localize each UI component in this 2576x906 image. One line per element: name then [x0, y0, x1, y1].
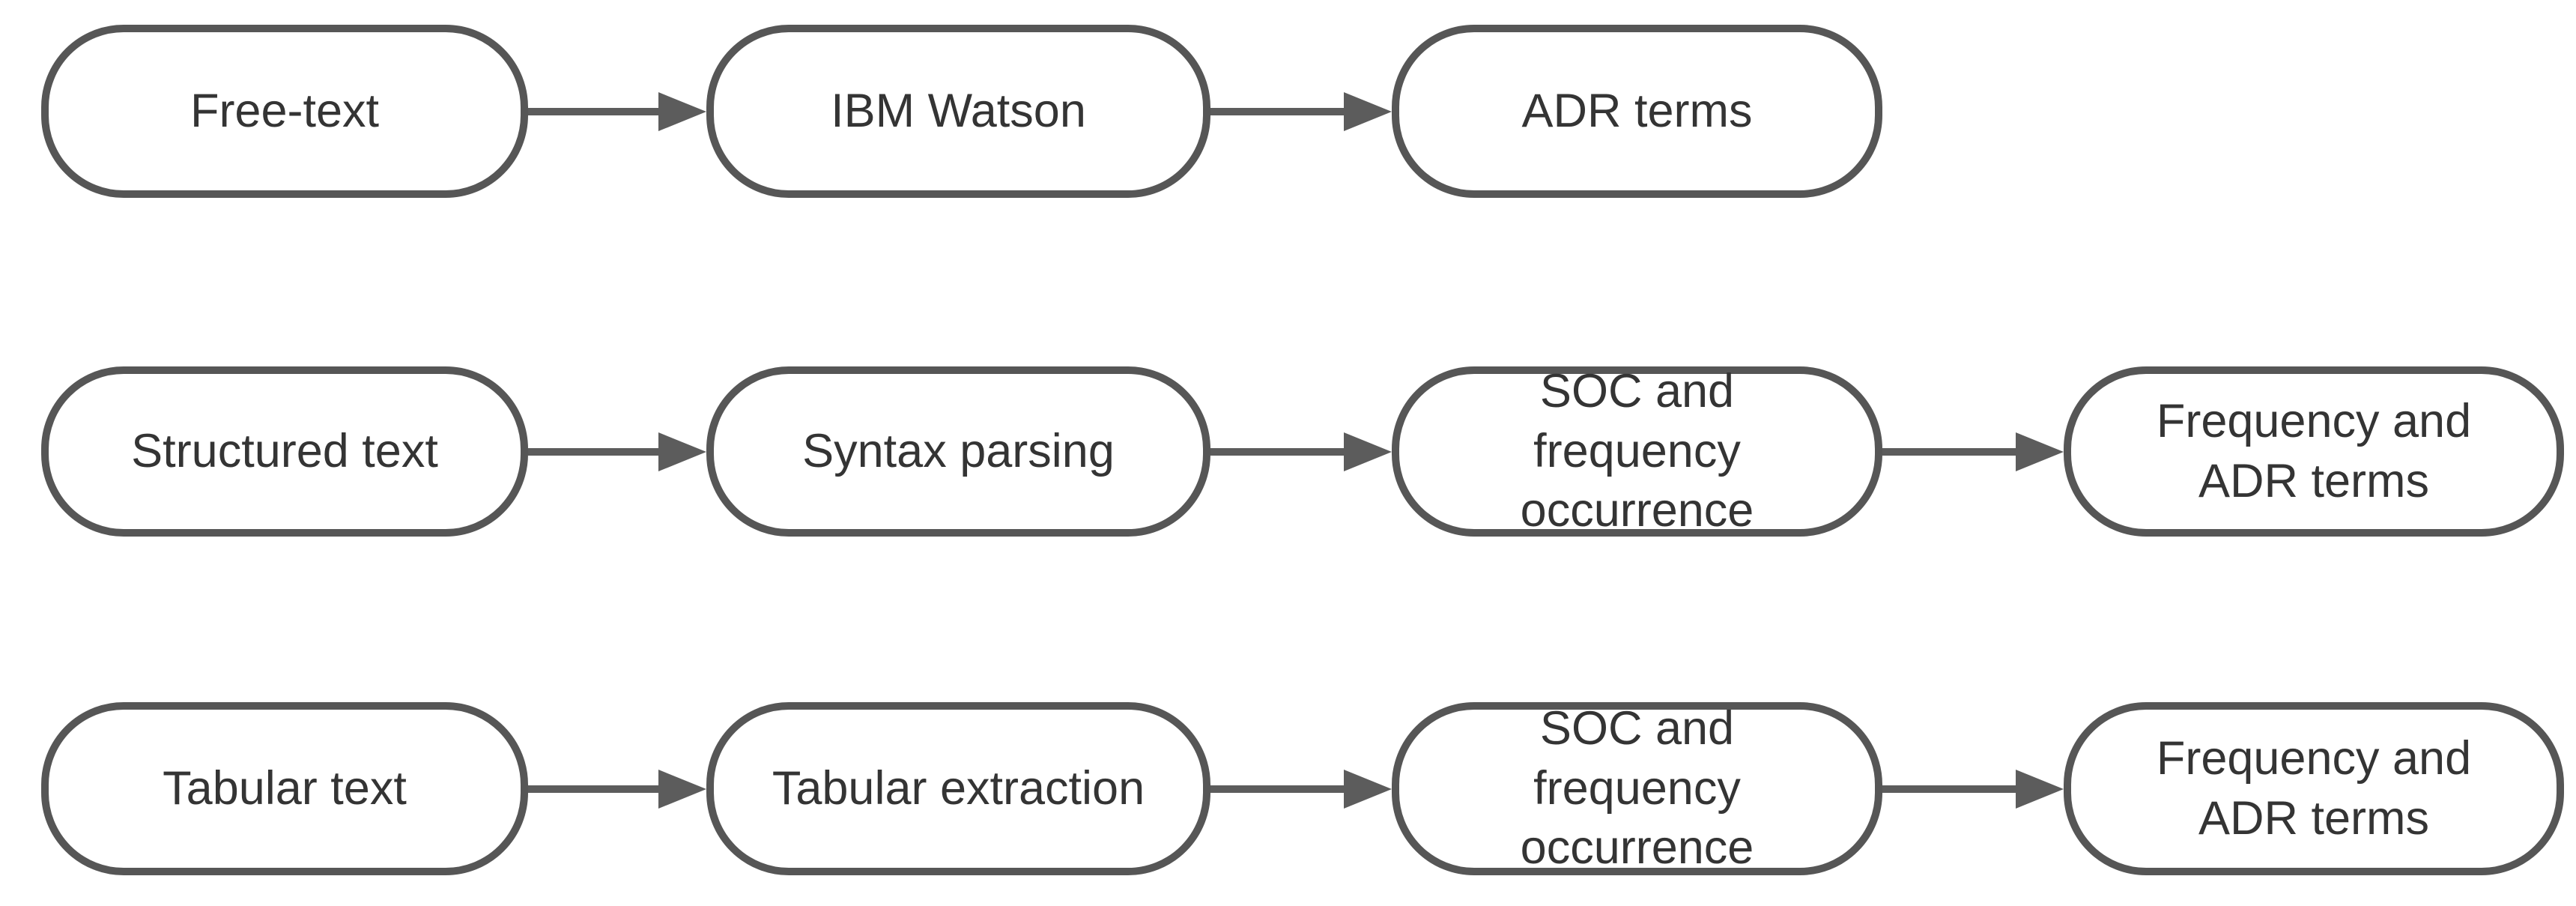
node-frequency-adr-terms: Frequency and ADR terms — [2064, 366, 2564, 537]
node-tabular-text: Tabular text — [41, 702, 528, 875]
arrow-right-icon — [1882, 770, 2064, 809]
arrow-head-icon — [658, 432, 706, 471]
node-adr-terms: ADR terms — [1392, 25, 1882, 198]
node-soc-frequency-occurrence: SOC and frequency occurrence — [1392, 365, 1882, 537]
arrow-head-icon — [1344, 770, 1392, 809]
arrow-right-icon — [1210, 432, 1392, 471]
node-syntax-parsing: Syntax parsing — [706, 366, 1210, 537]
node-structured-text: Structured text — [41, 366, 528, 537]
node-ibm-watson: IBM Watson — [706, 25, 1210, 198]
arrow-head-icon — [1344, 432, 1392, 471]
arrow-right-icon — [528, 92, 706, 131]
arrow-shaft — [1882, 448, 2016, 456]
node-free-text: Free-text — [41, 25, 528, 198]
arrow-shaft — [528, 108, 658, 115]
arrow-shaft — [1882, 785, 2016, 793]
arrow-shaft — [528, 448, 658, 456]
arrow-right-icon — [1210, 770, 1392, 809]
arrow-right-icon — [528, 770, 706, 809]
arrow-shaft — [1210, 785, 1344, 793]
arrow-shaft — [528, 785, 658, 793]
arrow-right-icon — [1882, 432, 2064, 471]
arrow-shaft — [1210, 448, 1344, 456]
arrow-head-icon — [2016, 770, 2064, 809]
arrow-head-icon — [658, 92, 706, 131]
arrow-right-icon — [528, 432, 706, 471]
node-soc-frequency-occurrence: SOC and frequency occurrence — [1392, 702, 1882, 875]
arrow-shaft — [1210, 108, 1344, 115]
arrow-head-icon — [658, 770, 706, 809]
node-tabular-extraction: Tabular extraction — [706, 702, 1210, 875]
node-frequency-adr-terms: Frequency and ADR terms — [2064, 702, 2564, 875]
arrow-right-icon — [1210, 92, 1392, 131]
arrow-head-icon — [2016, 432, 2064, 471]
arrow-head-icon — [1344, 92, 1392, 131]
